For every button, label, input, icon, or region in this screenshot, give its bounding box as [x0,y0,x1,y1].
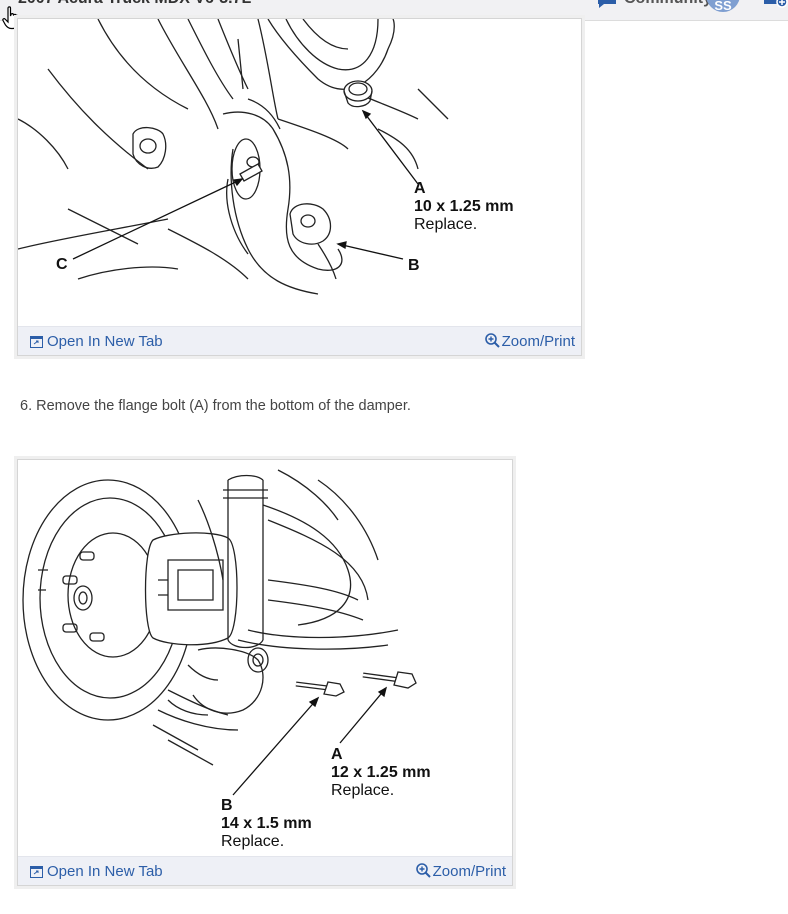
zoom-in-icon [415,863,431,878]
open-in-new-tab-link-2[interactable]: Open In New Tab [30,863,163,880]
add-vehicle-icon[interactable] [764,0,788,19]
callout-b-size-2: 14 x 1.5 mm [221,815,312,832]
zoom-print-link-2[interactable]: Zoom/Print [415,863,506,880]
step-6-instruction: 6. Remove the flange bolt (A) from the b… [20,398,411,414]
callout-a-size: 10 x 1.25 mm [414,198,514,215]
community-chat-icon[interactable] [596,0,618,19]
callout-b-letter-2: B [221,797,233,814]
open-in-new-tab-link[interactable]: Open In New Tab [30,333,163,350]
hand-cursor-icon [2,6,20,35]
callout-b-note-2: Replace. [221,833,284,850]
callout-b-letter: B [408,257,420,274]
new-tab-icon [30,866,43,878]
zoom-in-icon [484,333,500,348]
document-title: 2007 Acura Truck MDX V6-3.7L [18,0,251,8]
diagram-figure-2: A 12 x 1.25 mm Replace. B 14 x 1.5 mm Re… [17,459,513,886]
new-tab-icon [30,336,43,348]
figure-1-footer: Open In New Tab Zoom/Print [18,326,581,355]
callout-a-letter: A [414,180,426,197]
community-link[interactable]: Community [624,0,712,8]
zoom-print-link[interactable]: Zoom/Print [484,333,575,350]
rear-damper-upper-diagram[interactable]: A 10 x 1.25 mm Replace. B C [18,19,581,325]
callout-a-letter-2: A [331,746,343,763]
rear-damper-lower-diagram[interactable]: A 12 x 1.25 mm Replace. B 14 x 1.5 mm Re… [18,460,512,855]
diagram-figure-1: A 10 x 1.25 mm Replace. B C Open In New … [17,18,582,356]
figure-2-footer: Open In New Tab Zoom/Print [18,856,512,885]
callout-c-letter: C [56,256,68,273]
user-avatar[interactable]: SS [706,0,740,13]
callout-a-note: Replace. [414,216,477,233]
callout-a-note-2: Replace. [331,782,394,799]
callout-a-size-2: 12 x 1.25 mm [331,764,431,781]
